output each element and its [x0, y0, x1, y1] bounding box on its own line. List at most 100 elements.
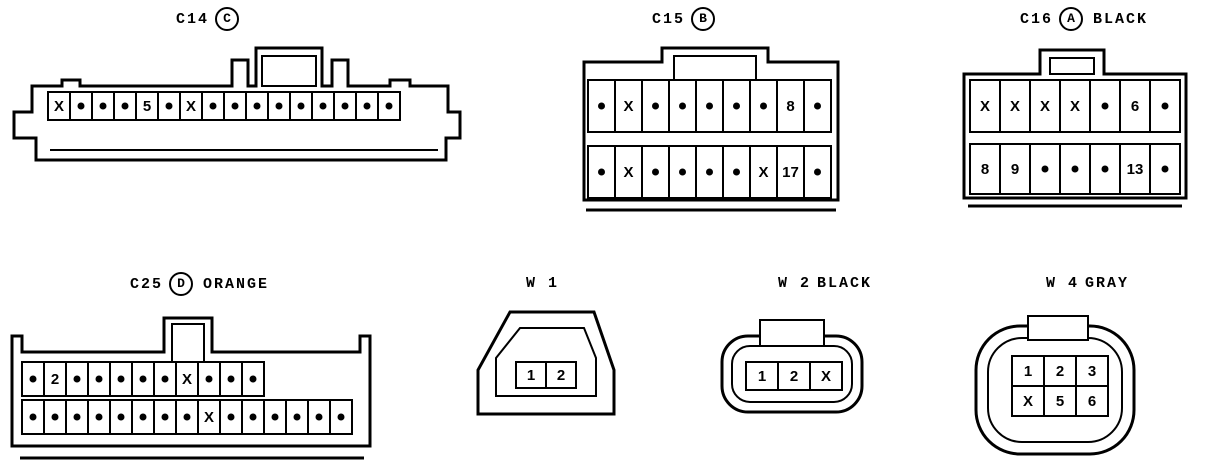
pin-dot-c15 [652, 168, 659, 176]
pin-cavity-c16 [969, 143, 1001, 195]
pin-dot-c25 [29, 375, 37, 383]
pin-cavity-w2 [809, 361, 843, 391]
pin-dot-c15 [814, 102, 821, 110]
pin-label-w4: 5 [1056, 393, 1064, 410]
pin-dot-c14 [363, 102, 371, 110]
pin-label-c16: 6 [1131, 98, 1139, 115]
pin-label-c16: 9 [1011, 161, 1019, 178]
pin-dot-c25 [29, 413, 37, 421]
pin-label-w1: 1 [527, 367, 535, 384]
pin-dot-c15 [760, 102, 767, 110]
pin-dot-c25 [293, 413, 301, 421]
pin-cavity-w4 [1043, 355, 1077, 387]
pin-cavity-w4 [1043, 385, 1077, 417]
pin-label-w4: 2 [1056, 363, 1064, 380]
pin-dot-c25 [95, 375, 103, 383]
pin-dot-c14 [275, 102, 283, 110]
pin-dot-c16 [1041, 165, 1049, 173]
pin-label-c16: X [1010, 98, 1020, 115]
pin-cavity-c16 [1029, 79, 1061, 133]
pin-dot-c14 [253, 102, 261, 110]
pin-dot-c25 [227, 375, 235, 383]
pin-label-c15: X [623, 98, 633, 115]
pin-dot-c14 [319, 102, 327, 110]
pin-dot-c15 [706, 168, 713, 176]
pin-dot-c25 [161, 375, 169, 383]
pin-cavity-w4 [1075, 385, 1109, 417]
pin-dot-c25 [139, 413, 147, 421]
pin-dot-c14 [121, 102, 129, 110]
pin-label-c16: X [1040, 98, 1050, 115]
pin-label-w4: 1 [1024, 363, 1032, 380]
pin-dot-c14 [99, 102, 107, 110]
pin-dot-c25 [271, 413, 279, 421]
badge-c15: B [691, 7, 716, 31]
pin-dot-c15 [679, 102, 686, 110]
pin-dot-c16 [1161, 165, 1169, 173]
pin-label-w4: 3 [1088, 363, 1096, 380]
pin-dot-c25 [51, 413, 59, 421]
pin-dot-c25 [73, 375, 81, 383]
pin-label-c25: 2 [51, 371, 59, 388]
badge-c16: A [1059, 7, 1084, 31]
pin-dot-c25 [139, 375, 147, 383]
pin-dot-c25 [95, 413, 103, 421]
pin-cavity-c15 [776, 79, 805, 133]
pin-label-w2: 2 [790, 368, 798, 385]
pin-label-c15: X [758, 164, 768, 181]
pin-cavity-c16 [1119, 79, 1151, 133]
pin-dot-c14 [297, 102, 305, 110]
pin-dot-c16 [1071, 165, 1079, 173]
pin-label-c16: X [980, 98, 990, 115]
color-w4: GRAY [1085, 275, 1130, 292]
pin-label-c16: 13 [1127, 161, 1144, 178]
pin-dot-c25 [183, 413, 191, 421]
color-c25: ORANGE [203, 275, 270, 293]
pin-dot-c14 [341, 102, 349, 110]
pin-label-w4: X [1023, 393, 1033, 410]
pin-dot-c14 [77, 102, 85, 110]
badge-c25: D [169, 272, 194, 296]
pin-dot-c14 [209, 102, 217, 110]
pin-label-c14: 5 [143, 98, 151, 115]
pin-dot-c15 [679, 168, 686, 176]
pin-dot-c25 [161, 413, 169, 421]
pin-label-c25: X [204, 409, 214, 426]
pin-dot-c14 [165, 102, 173, 110]
pin-dot-c25 [73, 413, 81, 421]
color-w2: BLACK [817, 275, 873, 292]
pin-dot-c25 [205, 375, 213, 383]
pin-label-w4: 6 [1088, 393, 1096, 410]
badge-c14: C [215, 7, 240, 31]
pin-label-c25: X [182, 371, 192, 388]
pin-label-c15: X [623, 164, 633, 181]
pin-dot-c25 [249, 413, 257, 421]
pin-dot-c15 [706, 102, 713, 110]
pin-dot-c25 [337, 413, 345, 421]
pin-label-w2: X [821, 368, 831, 385]
pin-cavity-w4 [1075, 355, 1109, 387]
pin-dot-c25 [227, 413, 235, 421]
pin-dot-c15 [598, 168, 605, 176]
pin-dot-c25 [315, 413, 323, 421]
pin-dot-c16 [1161, 102, 1169, 110]
connector-title-w1: W 1 [526, 275, 560, 292]
pin-dot-c16 [1101, 102, 1109, 110]
pin-cavity-c15 [614, 79, 643, 133]
pin-dot-c15 [733, 168, 740, 176]
pin-cavity-w2 [745, 361, 779, 391]
pin-cavity-c15 [614, 145, 643, 199]
pin-label-c15: 17 [782, 164, 799, 181]
pin-label-c14: X [54, 98, 64, 115]
pin-label-c14: X [186, 98, 196, 115]
pin-dot-c25 [117, 375, 125, 383]
pin-dot-c14 [385, 102, 393, 110]
pin-dot-c16 [1101, 165, 1109, 173]
pin-label-c16: X [1070, 98, 1080, 115]
